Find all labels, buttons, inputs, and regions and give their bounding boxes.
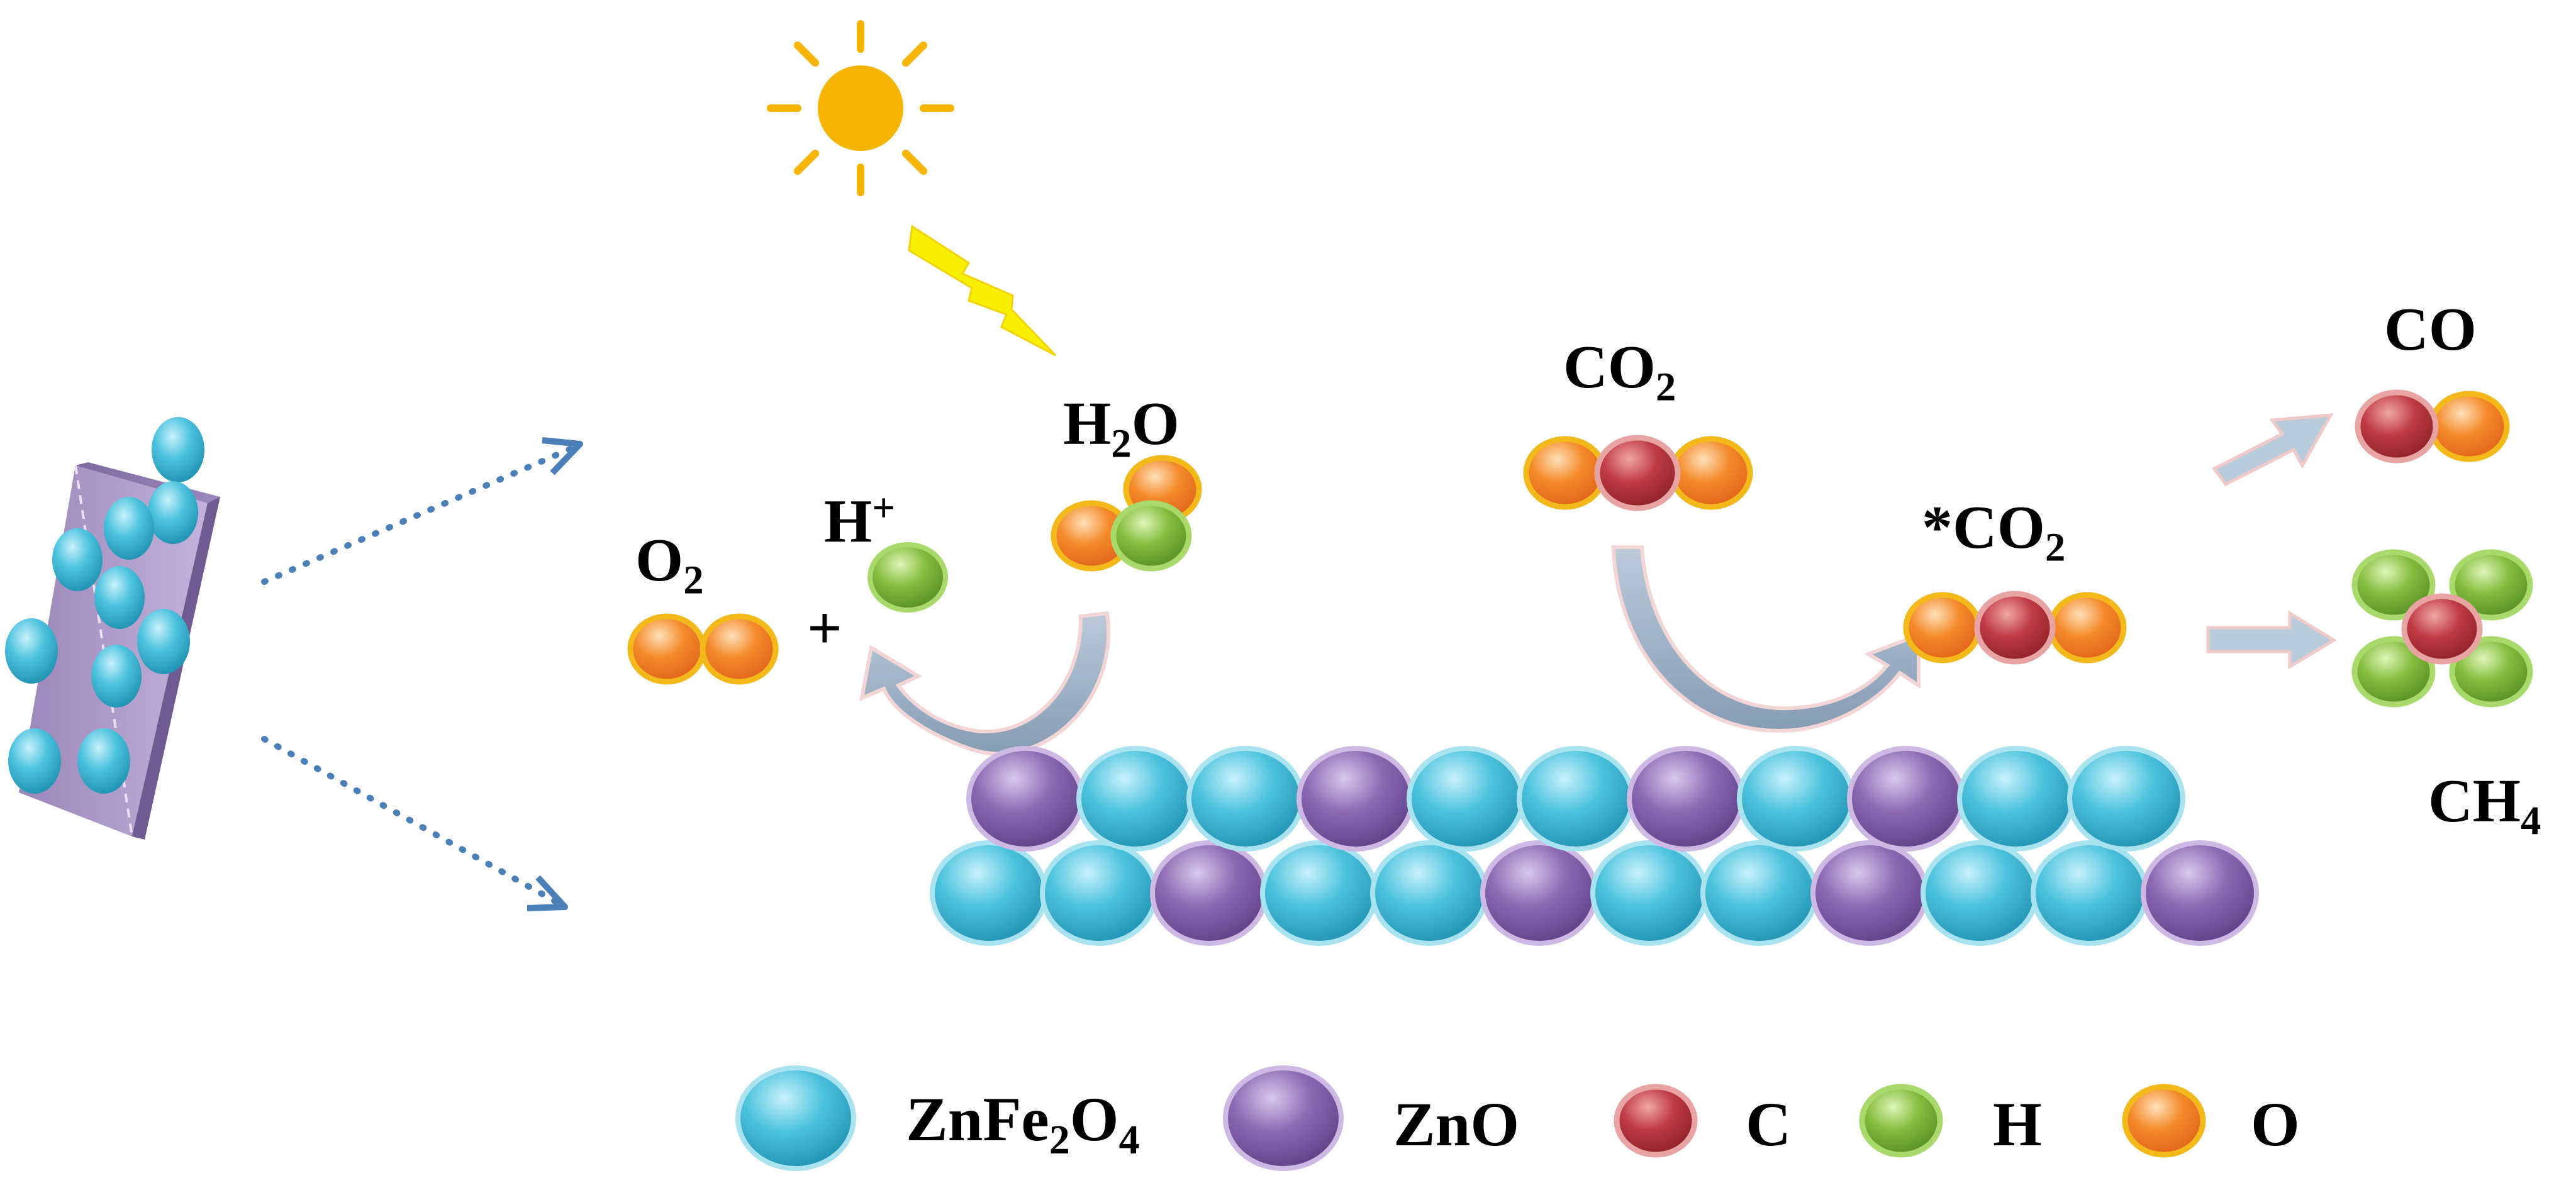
o2-label-subscript: 2 xyxy=(683,557,704,603)
legend-label-c: C xyxy=(1746,1093,1791,1156)
legend-swatch-c xyxy=(1614,1084,1698,1158)
top-layer-particle-zno xyxy=(1627,746,1745,852)
arrow-to-co xyxy=(2212,413,2334,487)
co-label-text: CO xyxy=(2384,296,2477,364)
co2-adsorption-arrow xyxy=(1611,545,1921,733)
h2o-label-o: O xyxy=(1131,390,1179,458)
zoom-arrow-upper-head xyxy=(542,437,583,475)
co2-molecule xyxy=(1523,435,1753,511)
top-layer-particle-znfe2o4 xyxy=(1407,746,1525,852)
o2-label-base: O xyxy=(635,526,684,594)
top-layer-particle-znfe2o4 xyxy=(2067,746,2185,852)
catalyst-rod xyxy=(5,417,220,840)
h2o-label-h: H xyxy=(1063,390,1112,458)
adsorbed-co2-label: *CO2 xyxy=(1922,497,2065,567)
arrow-to-ch4 xyxy=(2206,610,2337,670)
legend-label-o: O xyxy=(2251,1093,2300,1156)
h2o-molecule xyxy=(1051,455,1202,572)
bottom-layer-particle-zno xyxy=(1150,840,1268,946)
legend-zno-text: ZnO xyxy=(1393,1089,1520,1159)
co2-label: CO2 xyxy=(1563,336,1676,407)
h2o-label: H2O xyxy=(1063,393,1179,464)
co-molecule xyxy=(2355,389,2510,464)
top-layer-particle-znfe2o4 xyxy=(1076,746,1195,852)
legend-label-znfe2o4: ZnFe2O4 xyxy=(906,1088,1140,1161)
catalyst-layer-bottom xyxy=(930,840,2259,946)
plus-sign-text: + xyxy=(807,594,842,662)
legend-znfe2o4-sub1: 2 xyxy=(1049,1117,1070,1164)
top-layer-particle-znfe2o4 xyxy=(1517,746,1635,852)
adsorbed-co2-label-base: *CO xyxy=(1922,494,2045,562)
co2-label-base: CO xyxy=(1563,333,1656,401)
legend-h-text: H xyxy=(1993,1089,2042,1159)
bottom-layer-particle-znfe2o4 xyxy=(1040,840,1158,946)
bottom-layer-particle-znfe2o4 xyxy=(1590,840,1709,946)
legend-swatch-zno xyxy=(1223,1065,1344,1171)
legend-znfe2o4-part2: O xyxy=(1069,1084,1119,1154)
bottom-layer-particle-znfe2o4 xyxy=(2031,840,2149,946)
h-plus-ion xyxy=(867,542,948,613)
bottom-layer-particle-znfe2o4 xyxy=(930,840,1048,946)
legend-znfe2o4-sub2: 4 xyxy=(1118,1117,1140,1164)
bottom-layer-particle-znfe2o4 xyxy=(1370,840,1488,946)
plus-sign: + xyxy=(807,597,842,659)
h-plus-label: H+ xyxy=(824,485,896,556)
top-layer-particle-zno xyxy=(966,746,1084,852)
bottom-layer-particle-zno xyxy=(2141,840,2259,946)
legend-label-zno: ZnO xyxy=(1393,1093,1519,1156)
zoom-arrow-upper xyxy=(261,442,582,585)
o2-label: O2 xyxy=(635,530,704,600)
top-layer-particle-znfe2o4 xyxy=(1186,746,1305,852)
h2o-oxidation-arrow xyxy=(859,611,1110,756)
legend-c-text: C xyxy=(1746,1089,1792,1159)
rod-nanoparticles xyxy=(5,417,204,794)
legend-label-h: H xyxy=(1993,1093,2042,1156)
catalyst-layer-top xyxy=(966,746,2185,852)
ch4-molecule xyxy=(2351,549,2533,708)
lightning-icon xyxy=(908,225,1057,357)
top-layer-particle-zno xyxy=(1296,746,1415,852)
ch4-label: CH4 xyxy=(2428,770,2541,841)
adsorbed-co2-molecule xyxy=(1903,591,2127,665)
sun-icon xyxy=(767,20,954,196)
o2-molecule xyxy=(627,613,779,685)
ch4-label-base: CH xyxy=(2428,767,2521,835)
h-plus-label-charge: + xyxy=(872,485,896,530)
legend-o-text: O xyxy=(2251,1089,2300,1159)
top-layer-particle-znfe2o4 xyxy=(1957,746,2075,852)
co2-label-subscript: 2 xyxy=(1656,364,1676,409)
bottom-layer-particle-zno xyxy=(1810,840,1929,946)
zoom-arrow-lower-head xyxy=(527,875,568,911)
legend-swatch-h xyxy=(1859,1084,1943,1158)
legend-znfe2o4-part1: ZnFe xyxy=(906,1084,1049,1154)
zoom-arrow-lower xyxy=(261,736,566,909)
bottom-layer-particle-znfe2o4 xyxy=(1700,840,1819,946)
top-layer-particle-znfe2o4 xyxy=(1737,746,1855,852)
bottom-layer-particle-znfe2o4 xyxy=(1260,840,1378,946)
top-layer-particle-zno xyxy=(1847,746,1965,852)
co-label: CO xyxy=(2384,299,2477,360)
adsorbed-co2-label-subscript: 2 xyxy=(2045,524,2066,570)
bottom-layer-particle-znfe2o4 xyxy=(1921,840,2039,946)
legend-swatch-o xyxy=(2122,1084,2206,1158)
h2o-label-subscript: 2 xyxy=(1111,420,1132,466)
h-plus-label-base: H xyxy=(824,487,873,556)
legend-swatch-znfe2o4 xyxy=(735,1065,856,1171)
ch4-label-subscript: 4 xyxy=(2521,797,2541,843)
bottom-layer-particle-zno xyxy=(1480,840,1598,946)
